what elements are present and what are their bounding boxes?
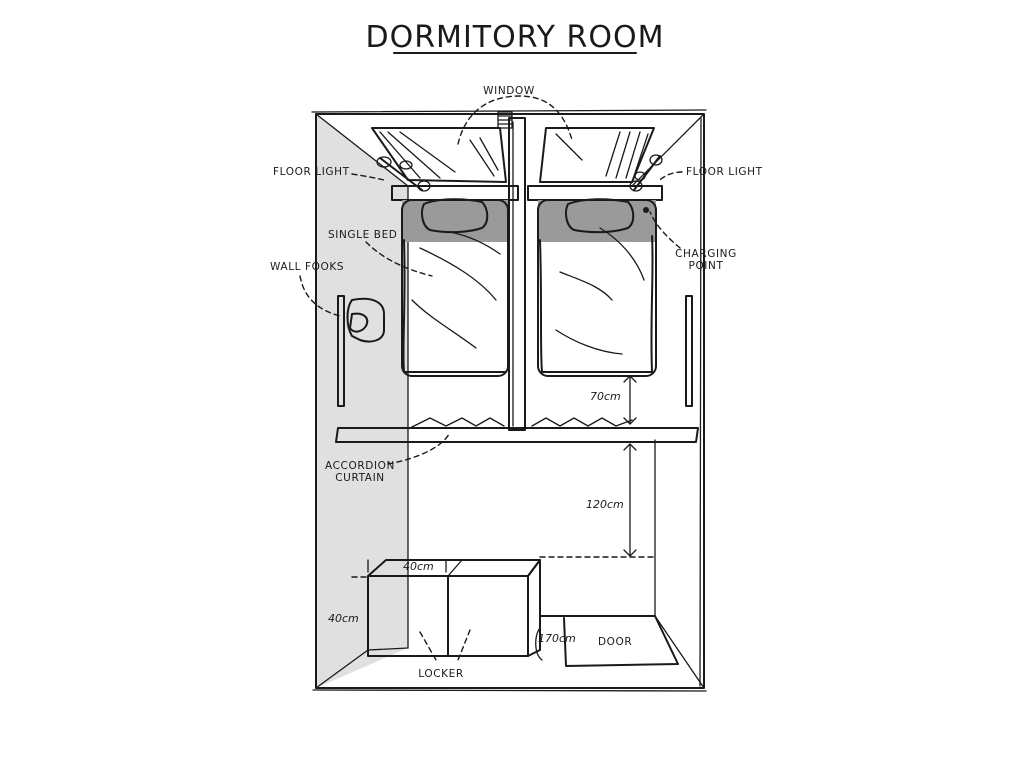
label-floor-light-left: FLOOR LIGHT — [273, 166, 350, 178]
dimension-label-120cm: 120cm — [586, 498, 624, 511]
floor-light-right — [629, 154, 663, 192]
dimension-locker-width: 40cm — [351, 559, 447, 578]
left-wall-shading — [316, 114, 408, 688]
label-window: WINDOW — [483, 85, 535, 97]
accordion-curtain — [335, 417, 699, 443]
label-single-bed: SINGLE BED — [328, 229, 398, 241]
page-title: DORMITORY ROOM — [366, 20, 665, 55]
wall-panel-right — [685, 295, 693, 407]
dimension-bed-to-curtain: 70cm — [590, 375, 637, 425]
center-partition — [508, 117, 526, 431]
window-right — [539, 127, 655, 183]
label-accordion-curtain-line1: ACCORDION — [325, 460, 395, 472]
dimension-label-70cm: 70cm — [590, 390, 621, 403]
dimension-curtain-to-locker: 120cm — [539, 443, 655, 558]
headboard-shelf — [391, 185, 663, 242]
dimension-label-locker-width: 40cm — [403, 560, 434, 573]
label-wall-hooks: WALL FOOKS — [270, 261, 344, 273]
dimension-label-locker-depth: 40cm — [328, 612, 359, 625]
room-outline — [311, 109, 707, 692]
floor-light-left — [376, 156, 431, 192]
label-locker: LOCKER — [418, 668, 464, 680]
door: DOOR 170cm — [535, 615, 679, 667]
label-charging-point-line2: POINT — [689, 260, 724, 272]
single-bed-right — [537, 198, 657, 377]
wall-hook-panel-left — [337, 295, 385, 407]
label-accordion-curtain-line2: CURTAIN — [335, 472, 384, 484]
door-label: DOOR — [598, 636, 632, 648]
leader-lines — [299, 95, 683, 661]
charging-point-icon — [643, 207, 649, 213]
locker-group — [367, 559, 541, 657]
label-floor-light-right: FLOOR LIGHT — [686, 166, 763, 178]
dimension-label-door-width: 170cm — [538, 632, 576, 645]
single-bed-left — [401, 198, 509, 377]
window-left — [371, 127, 507, 183]
label-charging-point-line1: CHARGING — [675, 248, 737, 260]
